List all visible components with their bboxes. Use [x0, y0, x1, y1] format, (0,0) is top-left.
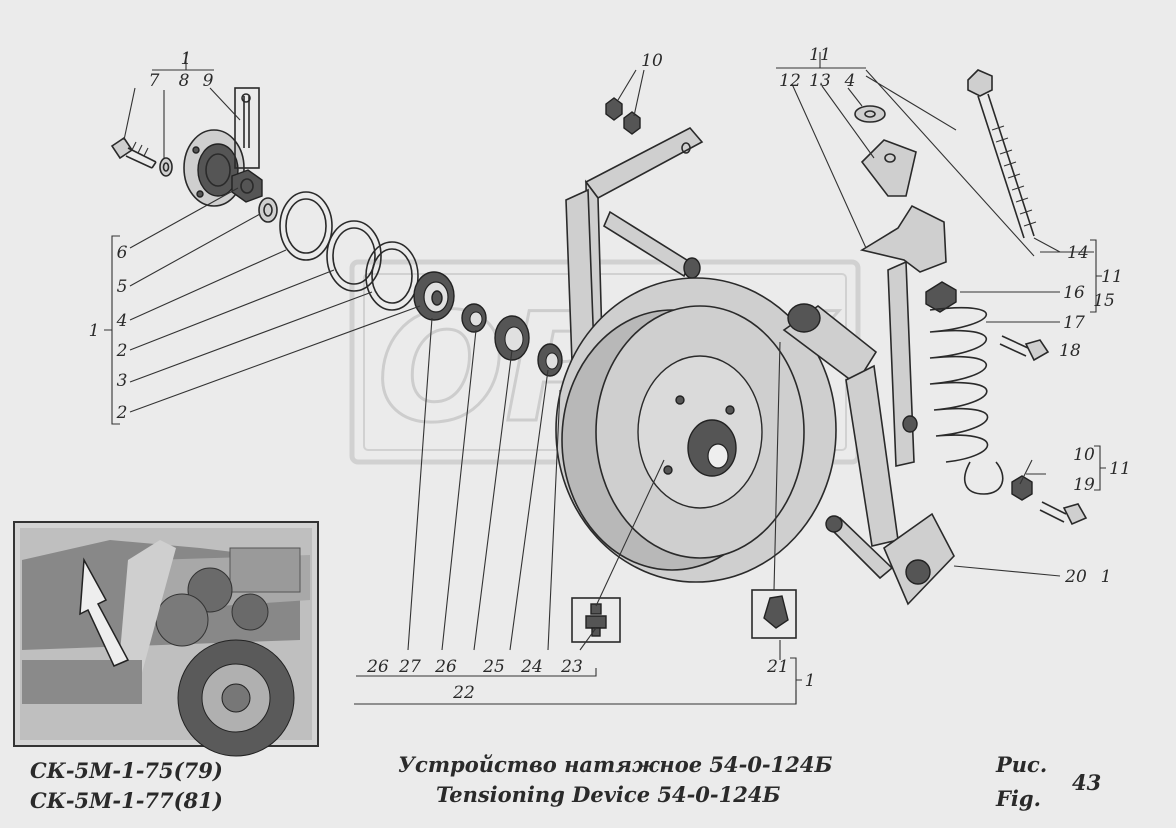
callout-10-top: 10 [641, 51, 663, 71]
bolt-14 [967, 69, 1037, 239]
callout-11-top: 11 [809, 45, 831, 65]
nuts-10-top [605, 97, 641, 135]
callout-20: 20 [1064, 567, 1087, 587]
gasket-3 [365, 241, 419, 311]
spacer-27 [461, 303, 487, 333]
callout-21: 21 [766, 657, 789, 677]
callout-8: 8 [179, 71, 190, 91]
callout-labels: 1 7 8 9 10 11 12 13 4 6 5 4 2 3 2 1 14 1… [89, 45, 1131, 703]
washer-5 [258, 197, 278, 223]
gasket-4 [279, 191, 333, 261]
spring-15 [925, 281, 1004, 495]
callout-16: 16 [1063, 283, 1085, 303]
callout-5: 5 [117, 277, 128, 297]
fig-label-english: Fig. [996, 786, 1041, 811]
bearing-26b [494, 315, 530, 361]
nut-10-right [1011, 475, 1033, 501]
model-line-2: СК-5М-1-77(81) [30, 788, 223, 813]
callout-10-right: 10 [1073, 445, 1095, 465]
bracket-12 [859, 204, 947, 467]
title-russian: Устройство натяжное 54-0-124Б [398, 752, 833, 777]
callout-17: 17 [1063, 313, 1085, 333]
callout-18: 18 [1059, 341, 1081, 361]
callout-4-left: 4 [116, 311, 128, 331]
bracket [565, 126, 704, 364]
callout-3: 3 [117, 371, 128, 391]
callout-1-bottom: 1 [805, 671, 816, 691]
inset-machine-view [13, 521, 319, 757]
title-english: Tensioning Device 54-0-124Б [436, 782, 781, 807]
bolt-18 [999, 335, 1050, 362]
callout-1-c20: 1 [1101, 567, 1112, 587]
washer-8 [159, 157, 173, 177]
callout-6: 6 [117, 243, 128, 263]
callout-15: 15 [1093, 291, 1115, 311]
callout-19: 19 [1073, 475, 1095, 495]
callout-2b: 2 [116, 403, 128, 423]
tension-arm-20 [782, 303, 955, 606]
callout-26b: 26 [434, 657, 457, 677]
callout-26a: 26 [366, 657, 389, 677]
grease-fitting-21 [751, 589, 797, 639]
callout-11-lower: 11 [1109, 459, 1131, 479]
model-line-1: СК-5М-1-75(79) [30, 758, 223, 783]
callout-12: 12 [779, 71, 801, 91]
seal-25 [537, 343, 563, 377]
flange-1 [183, 129, 245, 207]
callout-27: 27 [398, 657, 421, 677]
bearing-26a [413, 271, 455, 321]
grease-fitting-23 [571, 597, 621, 643]
cotter-pin-9 [234, 87, 260, 169]
callout-4-top: 4 [844, 71, 856, 91]
bolt-19 [1039, 501, 1088, 526]
callout-1-left: 1 [89, 321, 100, 341]
callout-22: 22 [452, 683, 475, 703]
callout-13: 13 [809, 71, 831, 91]
fig-label-russian: Рис. [996, 752, 1048, 777]
spring-seat-13 [860, 139, 917, 197]
callout-24: 24 [520, 657, 543, 677]
washer-4-top [854, 105, 886, 123]
callout-25: 25 [482, 657, 505, 677]
callout-1-top: 1 [181, 49, 192, 69]
figure-number: 43 [1072, 770, 1102, 795]
callout-7: 7 [149, 71, 160, 91]
callout-11-right: 11 [1101, 267, 1123, 287]
gasket-2a [326, 220, 382, 292]
callout-14: 14 [1067, 243, 1089, 263]
callout-23: 23 [560, 657, 583, 677]
callout-9: 9 [203, 71, 214, 91]
castle-nut-6 [231, 169, 263, 203]
leader-lines [104, 52, 1106, 705]
callout-2a: 2 [116, 341, 128, 361]
bolt-7 [110, 136, 157, 169]
